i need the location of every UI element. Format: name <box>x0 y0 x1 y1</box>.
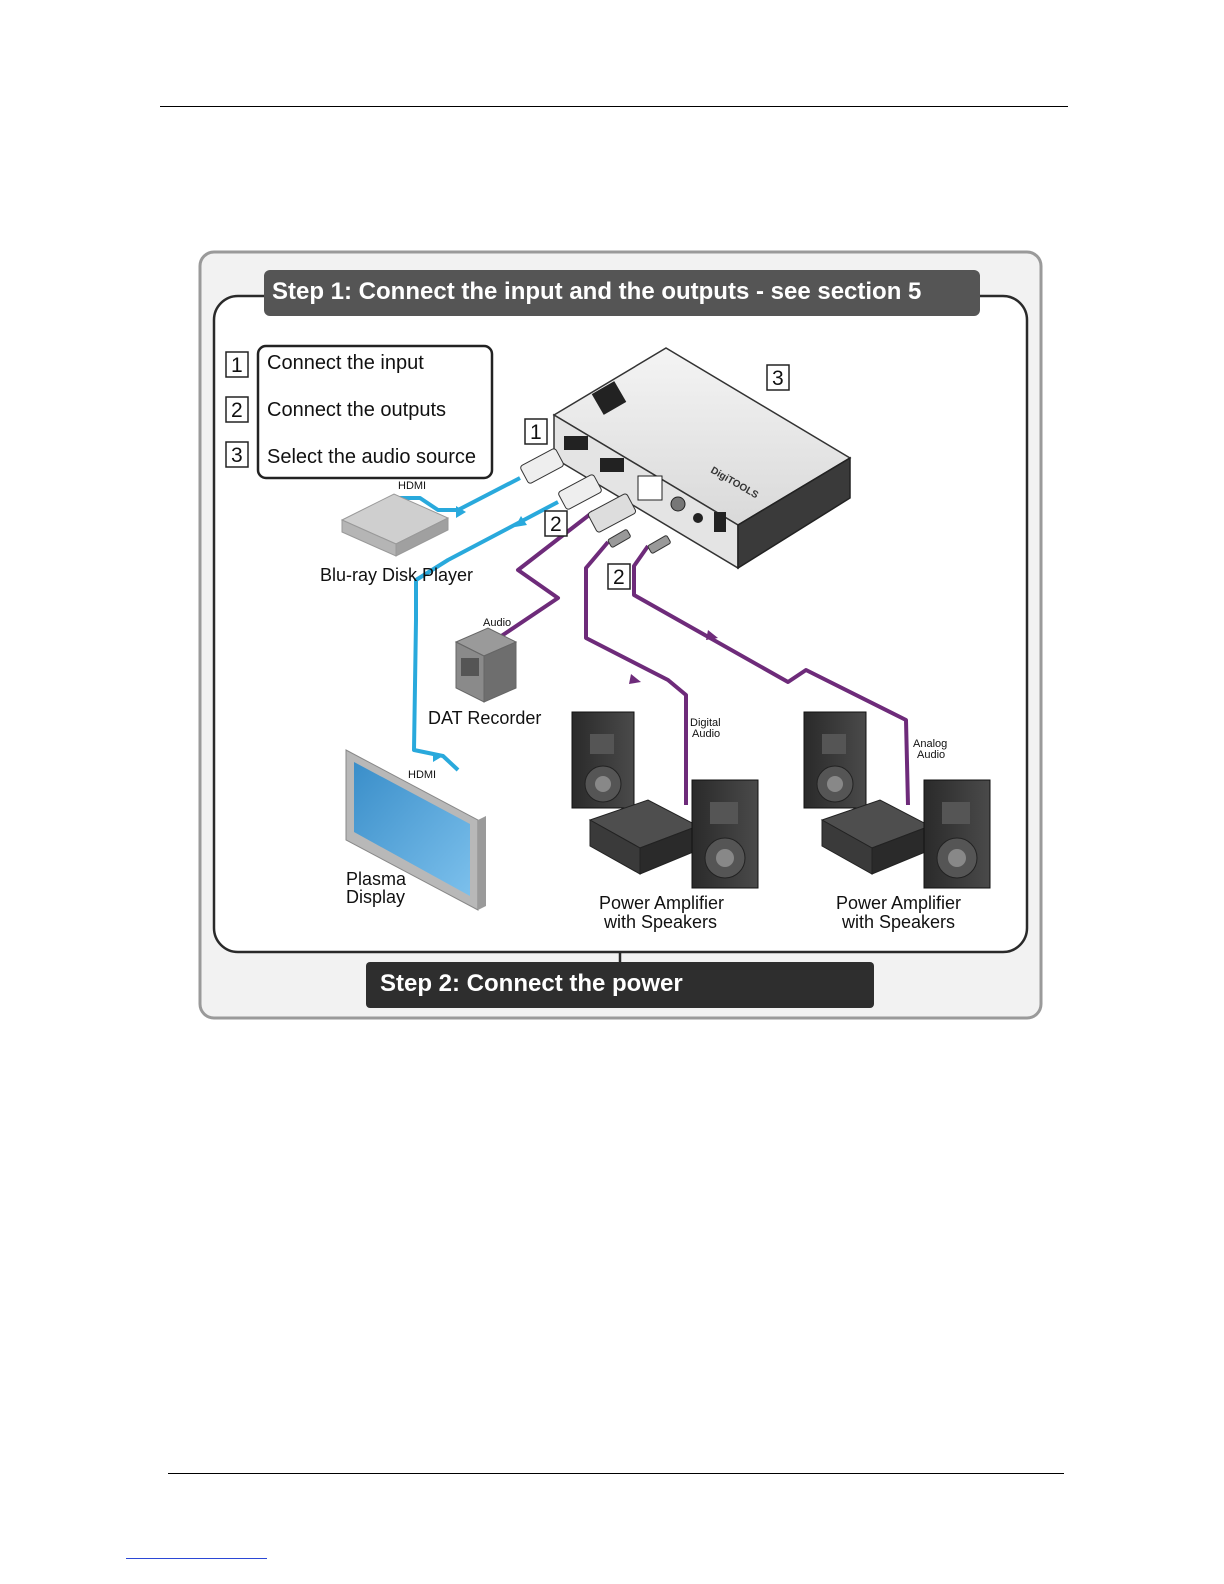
legend-item-label: Connect the outputs <box>267 399 446 421</box>
step1-title: Step 1: Connect the input and the output… <box>272 278 921 305</box>
arrow-icon <box>456 506 466 518</box>
callout-box <box>544 510 568 537</box>
digital-audio-port <box>670 496 686 512</box>
hdmi-out-port <box>600 458 624 472</box>
digital-audio-label-line1: Digital <box>690 717 721 729</box>
hdmi-output-label: HDMI <box>408 769 436 781</box>
callouts: 1 2 2 3 <box>524 364 790 590</box>
audio-cables <box>486 510 910 806</box>
arrow-icon <box>706 630 718 640</box>
amplifier-2-label-line1: Power Amplifier <box>836 893 961 913</box>
footer-link-underline[interactable] <box>126 1558 267 1559</box>
hdmi-input-label: HDMI <box>398 480 426 492</box>
legend-item-label: Select the audio source <box>267 446 476 468</box>
legend-number: 1 <box>231 354 243 377</box>
callout-outputs-audio: 2 <box>613 566 625 589</box>
audio-cable-digital <box>584 540 688 805</box>
amplifier-set-1 <box>571 711 759 889</box>
arrow-icon <box>515 516 527 527</box>
amplifier-set-2 <box>803 711 991 889</box>
step2-title: Step 2: Connect the power <box>380 970 683 997</box>
arrow-icon <box>629 674 641 684</box>
callout-outputs-hdmi: 2 <box>550 513 562 536</box>
callout-box <box>607 563 631 590</box>
legend-number-box <box>225 441 249 468</box>
legend-number: 2 <box>231 399 243 422</box>
plasma-label-line2: Display <box>346 887 405 907</box>
callout-input: 1 <box>530 421 542 444</box>
bluray-label: Blu-ray Disk Player <box>320 565 473 585</box>
step1-title-bar <box>264 270 980 316</box>
audio-selector-switch <box>637 475 663 501</box>
legend-number: 3 <box>231 444 243 467</box>
digitools-device: DigiTOOLS <box>552 347 852 570</box>
footer-rule <box>168 1473 1064 1474</box>
kramer-logo <box>591 381 627 415</box>
plasma-label-line1: Plasma <box>346 869 407 889</box>
hdmi-in-port <box>564 436 588 450</box>
analog-audio-label-line1: Analog <box>913 738 947 750</box>
dat-label: DAT Recorder <box>428 708 541 728</box>
analog-audio-label-line2: Audio <box>917 749 945 761</box>
audio-cable-label: Audio <box>483 617 511 629</box>
hdmi-input-cable <box>394 476 521 512</box>
arrow-icon <box>433 752 443 762</box>
amplifier-1-label-line2: with Speakers <box>603 912 717 932</box>
callout-box <box>524 418 548 445</box>
callout-box <box>766 364 790 391</box>
header-rule <box>160 106 1068 107</box>
plasma-display <box>345 749 486 911</box>
bluray-player <box>340 493 450 557</box>
callout-selector: 3 <box>772 367 784 390</box>
audio-cable-analog <box>632 544 910 806</box>
legend-item-label: Connect the input <box>267 352 424 374</box>
cable-plugs <box>520 448 671 554</box>
amplifier-1-label-line1: Power Amplifier <box>599 893 724 913</box>
connection-diagram: Step 1: Connect the input and the output… <box>198 250 1043 1020</box>
dat-recorder <box>454 627 518 703</box>
legend-number-box <box>225 351 249 378</box>
digital-audio-label-line2: Audio <box>692 728 720 740</box>
legend-number-box <box>225 396 249 423</box>
legend: 1 Connect the input 2 Connect the output… <box>225 344 494 480</box>
amplifier-2-label-line2: with Speakers <box>841 912 955 932</box>
analog-audio-port <box>693 513 703 523</box>
step2-title-bar <box>366 962 874 1008</box>
diagram-svg: Step 1: Connect the input and the output… <box>198 250 1043 1020</box>
legend-box <box>256 344 494 480</box>
power-port <box>714 512 726 532</box>
audio-cable-dat <box>486 510 595 647</box>
